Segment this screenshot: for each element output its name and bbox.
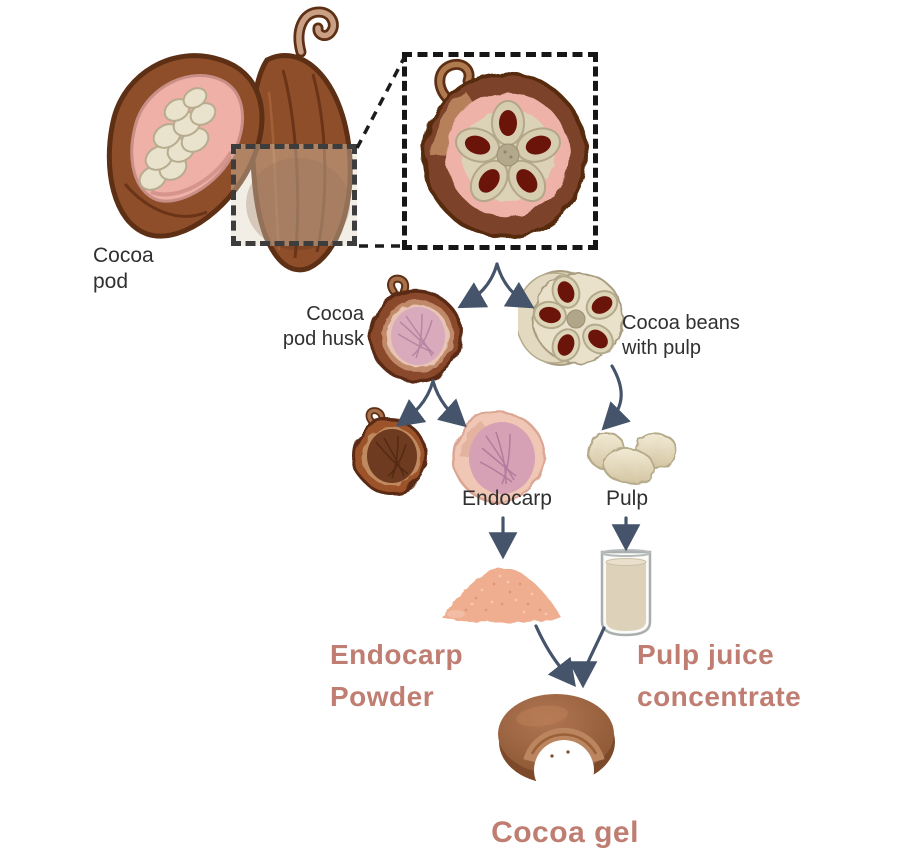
cocoa-pods-illustration (106, 6, 353, 273)
label-cocoa-pod: Cocoa pod (93, 244, 154, 294)
label-cocoa-pod-husk: Cocoa pod husk (282, 303, 364, 350)
label-pulp-juice-concentrate: Pulp juice concentrate (637, 639, 802, 712)
cut-pod (106, 53, 265, 239)
endocarp-illustration (452, 410, 546, 504)
pod-husk-illustration (369, 274, 463, 383)
label-pulp: Pulp (605, 487, 649, 510)
powder-pile-illustration (442, 568, 562, 623)
beans-with-pulp-illustration (518, 270, 624, 366)
zoom-detail-box (402, 52, 598, 250)
label-cocoa-beans-with-pulp: Cocoa beans with pulp (622, 312, 740, 359)
zoom-source-box (231, 144, 357, 246)
beans (533, 275, 619, 362)
label-endocarp: Endocarp (462, 487, 552, 510)
pulp-illustration (586, 432, 678, 485)
husk-shell-illustration (352, 407, 428, 494)
label-cocoa-gel: Cocoa gel (491, 816, 639, 849)
cocoa-gel-illustration (498, 694, 615, 800)
pod-cross-section-illustration (422, 58, 588, 238)
beans-in-section (455, 100, 561, 203)
juice-glass-illustration (600, 549, 652, 637)
label-endocarp-powder: Endocarp Powder (330, 639, 464, 712)
